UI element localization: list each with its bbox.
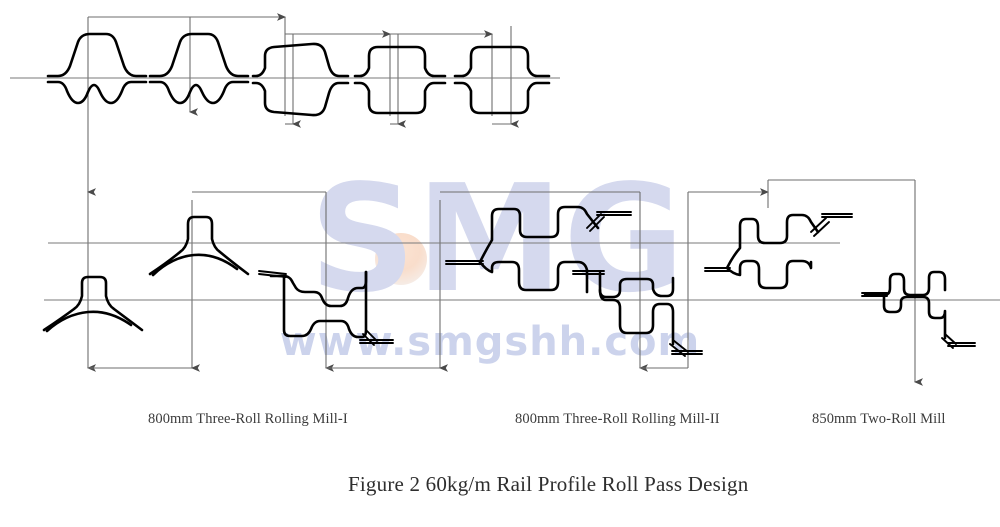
pass-11-upper [725,213,820,270]
flow-routing-lines [87,13,923,386]
pass-1-upper [46,32,148,78]
pass-7-underside [151,253,239,277]
pass-9-exit-rail [596,211,632,216]
reference-axis-lines [10,77,1000,301]
mill-label-three-roll-i: 800mm Three-Roll Rolling Mill-I [148,411,348,427]
pass-11-lower [725,259,813,290]
pass-2-lower [148,80,250,105]
pass-profile-12 [861,270,976,349]
pass-9-feed-rail [445,260,484,265]
pass-profile-3 [251,42,350,117]
pass-8-upper [269,270,368,308]
watermark-accent-circle [375,233,427,285]
pass-5-lower [453,81,551,115]
pass-profile-9 [445,205,632,294]
pass-12-lower [882,295,947,340]
pass-3-upper [251,42,350,78]
pass-profile-2 [148,32,250,105]
pass-3-lower [251,81,350,117]
pass-profile-1 [46,32,148,105]
mill-label-three-roll-ii: 800mm Three-Roll Rolling Mill-II [515,411,720,427]
pass-12-feed-rail [861,292,888,297]
pass-9-lower [478,260,589,294]
pass-6-outline [42,275,144,332]
pass-1-lower [46,80,148,105]
pass-4-upper [353,45,447,78]
pass-11-feed-rail [704,267,731,272]
pass-profile-10 [572,270,703,357]
pass-7-outline [148,215,250,276]
figure-caption: Figure 2 60kg/m Rail Profile Roll Pass D… [348,472,749,496]
pass-profile-6 [42,275,144,333]
pass-profile-4 [353,45,447,115]
watermark-url: www.smgshh.com [280,319,700,365]
pass-10-feed-rail [572,270,605,275]
pass-8-lower [282,270,368,339]
pass-12-exit-rail [947,342,976,347]
pass-9-exit-line [586,213,605,232]
pass-4-lower [353,81,447,115]
pass-5-upper [453,45,551,78]
pass-9-upper [478,205,600,264]
pass-12-upper [863,270,947,297]
pass-profile-8 [258,270,394,346]
mill-label-two-roll: 850mm Two-Roll Mill [812,411,946,427]
pass-profile-5 [453,45,551,115]
pass-profiles [42,32,976,357]
pass-11-exit-line [810,217,830,237]
pass-6-underside [45,310,133,333]
watermark-logo: SMG [309,153,684,325]
pass-11-exit-rail [821,213,853,218]
pass-8-feed-line [258,270,287,278]
pass-10-upper [598,271,675,299]
pass-10-lower [598,288,675,346]
pass-10-exit-rail [671,350,703,355]
pass-2-upper [148,32,250,78]
pass-profile-11 [704,213,853,290]
pass-profile-7 [148,215,250,277]
pass-8-exit-rail [359,339,394,344]
